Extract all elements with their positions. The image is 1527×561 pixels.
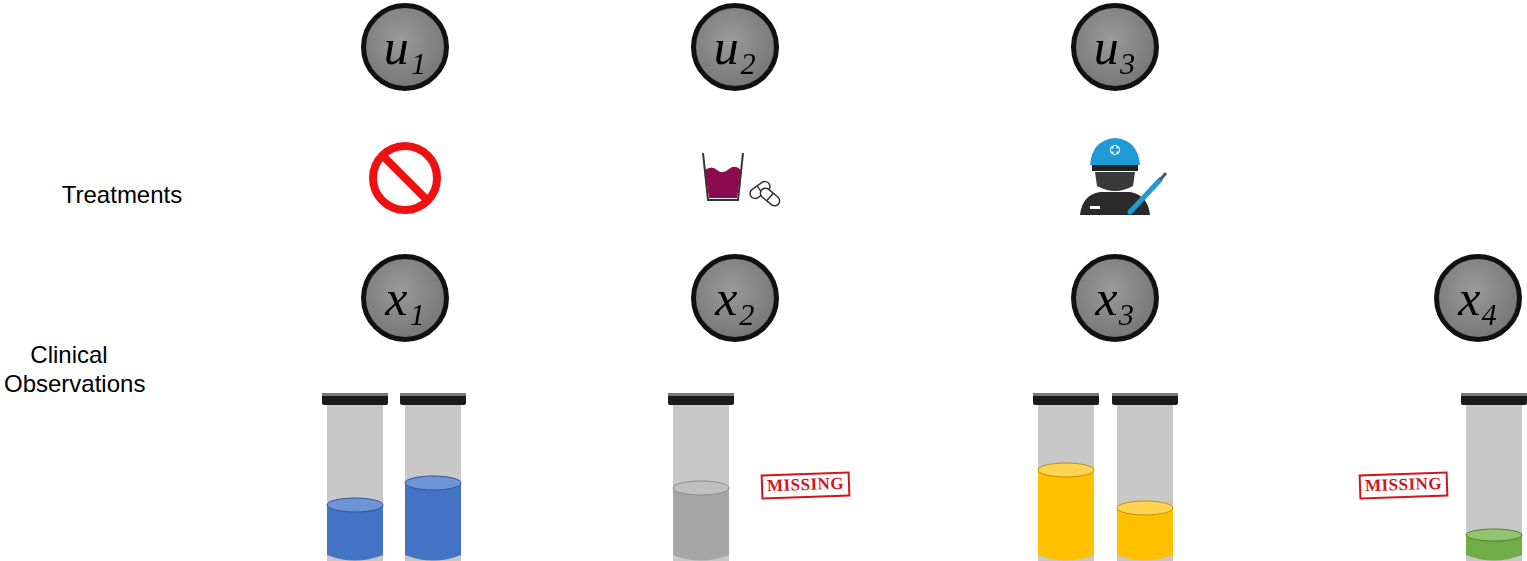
medication-icon bbox=[703, 153, 782, 208]
variable-circle: x₂ bbox=[691, 254, 779, 342]
variable-circle: x₁ bbox=[361, 254, 449, 342]
row-label: Treatments bbox=[22, 181, 222, 210]
missing-stamp: MISSING bbox=[761, 472, 851, 500]
surgeon-icon bbox=[1080, 138, 1166, 215]
test-tube bbox=[668, 393, 734, 561]
variable-name: u₁ bbox=[384, 22, 426, 72]
variable-circle: x₄ bbox=[1434, 254, 1522, 342]
variable-circle: u₁ bbox=[361, 3, 449, 91]
variable-circle: x₃ bbox=[1071, 254, 1159, 342]
no-sign-icon bbox=[373, 146, 437, 210]
variable-name: x₄ bbox=[1458, 273, 1498, 323]
row-label: Clinical Observations bbox=[4, 341, 134, 399]
test-tube bbox=[1461, 393, 1527, 561]
variable-name: x₃ bbox=[1095, 273, 1135, 323]
test-tube bbox=[1033, 393, 1099, 561]
variable-name: x₁ bbox=[385, 273, 425, 323]
test-tube bbox=[1112, 393, 1178, 561]
variable-name: x₂ bbox=[715, 273, 755, 323]
variable-name: u₂ bbox=[714, 22, 756, 72]
variable-circle: u₂ bbox=[691, 3, 779, 91]
missing-stamp: MISSING bbox=[1359, 472, 1449, 500]
test-tube bbox=[400, 393, 466, 561]
variable-name: u₃ bbox=[1094, 22, 1136, 72]
variable-circle: u₃ bbox=[1071, 3, 1159, 91]
test-tube bbox=[322, 393, 388, 561]
